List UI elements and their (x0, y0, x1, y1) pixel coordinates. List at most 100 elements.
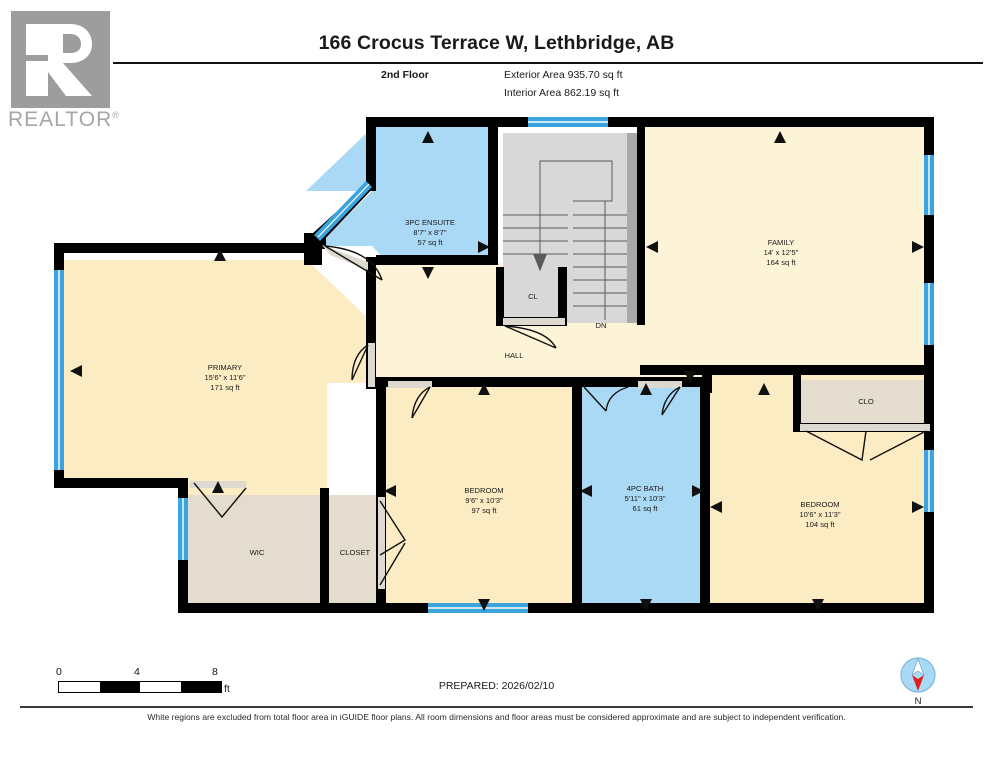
wall-hall-bottom (376, 377, 712, 387)
wall-bedroom2-left (702, 373, 712, 393)
arrow-bedroom1-down (478, 599, 490, 611)
room-name-primary: PRIMARY (208, 363, 242, 372)
arrow-family-up (774, 131, 786, 143)
room-label-primary: PRIMARY 15'6" x 11'6" 171 sq ft (204, 363, 245, 392)
room-label-hall: HALL (505, 351, 524, 360)
floor-plan-drawing: 3PC ENSUITE 8'7" x 8'7" 57 sq ft FAMILY … (0, 115, 993, 635)
arrow-family-left (646, 241, 658, 253)
room-fill-wic (186, 495, 326, 605)
wall-ensuite-bottom (376, 255, 498, 265)
room-fill-closet (327, 495, 384, 605)
room-area-ensuite: 57 sq ft (418, 238, 444, 247)
wall-primary-bottom (54, 478, 188, 488)
room-label-wic: WIC (250, 548, 265, 557)
scale-bar (58, 681, 222, 693)
room-label-family: FAMILY 14' x 12'5" 164 sq ft (764, 238, 799, 267)
floor-label: 2nd Floor (381, 69, 429, 81)
realtor-logo-text: REALTOR® (8, 108, 120, 132)
scale-seg-3 (140, 682, 181, 692)
wall-wic-bottom (178, 603, 392, 613)
compass-rose (898, 655, 938, 707)
arrow-wic-up (212, 481, 224, 493)
exterior-area-label: Exterior Area 935.70 sq ft (504, 69, 623, 81)
footer-divider (20, 706, 973, 708)
room-name-bath: 4PC BATH (627, 484, 664, 493)
disclaimer-text: White regions are excluded from total fl… (147, 712, 846, 722)
prepared-date: PREPARED: 2026/02/10 (438, 680, 555, 692)
wall-outer-bottom (376, 603, 934, 613)
room-dims-bedroom-1: 9'6" x 10'3" (465, 496, 503, 505)
arrow-ensuite-right (478, 241, 490, 253)
arrow-hall-down (684, 371, 696, 383)
room-area-family: 164 sq ft (766, 258, 796, 267)
room-dims-family: 14' x 12'5" (764, 248, 799, 257)
staircase (503, 133, 637, 323)
room-dims-primary: 15'6" x 11'6" (204, 373, 245, 382)
room-label-ensuite: 3PC ENSUITE 8'7" x 8'7" 57 sq ft (405, 218, 455, 247)
wall-family-bottom (640, 365, 932, 375)
arrow-primary-up (214, 249, 226, 261)
arrow-primary-left (70, 365, 82, 377)
realtor-logo: REALTOR® (8, 8, 138, 133)
arrow-bath-right (692, 485, 704, 497)
interior-area-label: Interior Area 862.19 sq ft (504, 87, 619, 99)
room-label-bedroom-2: BEDROOM 10'6" x 11'3" 104 sq ft (799, 500, 840, 529)
scale-tick-4: 4 (134, 666, 140, 678)
room-area-bath: 61 sq ft (633, 504, 659, 513)
wall-wic-closet-divider (320, 488, 329, 608)
wall-primary-top (54, 243, 312, 253)
compass-north-label: N (914, 696, 922, 707)
room-name-bedroom-2: BEDROOM (800, 500, 839, 509)
wall-stairs-right (637, 117, 645, 325)
wall-primary-right (366, 257, 376, 389)
wall-ensuite-left (366, 117, 376, 191)
arrow-bedroom2-right (912, 501, 924, 513)
doors (190, 245, 930, 589)
room-dims-bath: 5'11" x 10'3" (624, 494, 665, 503)
room-label-cl: CL (528, 292, 538, 301)
wall-cl-left (496, 267, 504, 325)
scale-tick-8: 8 (212, 666, 218, 678)
floor-plan-svg: 3PC ENSUITE 8'7" x 8'7" 57 sq ft FAMILY … (54, 117, 934, 613)
wall-bath-left (572, 377, 582, 613)
wall-ensuite-top (366, 117, 496, 127)
arrow-bedroom1-left (384, 485, 396, 497)
registered-mark: ® (112, 110, 120, 120)
room-area-bedroom-2: 104 sq ft (805, 520, 835, 529)
room-fill-family (640, 125, 932, 377)
scale-tick-0: 0 (56, 666, 62, 678)
arrow-bath-up (640, 383, 652, 395)
arrow-bath-left (580, 485, 592, 497)
arrow-bedroom2-left (710, 501, 722, 513)
view-arrows (70, 131, 924, 611)
room-area-primary: 171 sq ft (210, 383, 240, 392)
wall-stairblock-top (496, 117, 932, 127)
scale-seg-4 (180, 682, 221, 692)
realtor-wordmark: REALTOR (8, 108, 113, 131)
windows (54, 117, 934, 613)
room-fill-ensuite-angle (322, 191, 372, 246)
scale-unit-label: ft (224, 683, 230, 695)
room-name-bedroom-1: BEDROOM (464, 486, 503, 495)
page-title: 166 Crocus Terrace W, Lethbridge, AB (318, 32, 675, 54)
scale-seg-1 (59, 682, 100, 692)
arrow-bedroom2-up (758, 383, 770, 395)
wall-ensuite-right (488, 117, 498, 265)
room-label-closet: CLOSET (340, 548, 371, 557)
room-label-bedroom-1: BEDROOM 9'6" x 10'3" 97 sq ft (464, 486, 503, 515)
room-fill-bedroom-1 (384, 385, 572, 610)
arrow-ensuite-down (422, 267, 434, 279)
room-label-bath: 4PC BATH 5'11" x 10'3" 61 sq ft (624, 484, 665, 513)
room-dims-bedroom-2: 10'6" x 11'3" (799, 510, 840, 519)
wall-bath-right (700, 377, 710, 613)
wall-cl-right (558, 267, 567, 325)
room-fill-clo (800, 380, 932, 428)
wall-clo-left (793, 373, 801, 431)
wall-primary-corner (304, 243, 322, 265)
arrow-bedroom1-up (478, 383, 490, 395)
arrow-ensuite-up (422, 131, 434, 143)
arrow-family-right (912, 241, 924, 253)
room-fill-ensuite (306, 125, 491, 263)
arrow-bath-down (640, 599, 652, 611)
